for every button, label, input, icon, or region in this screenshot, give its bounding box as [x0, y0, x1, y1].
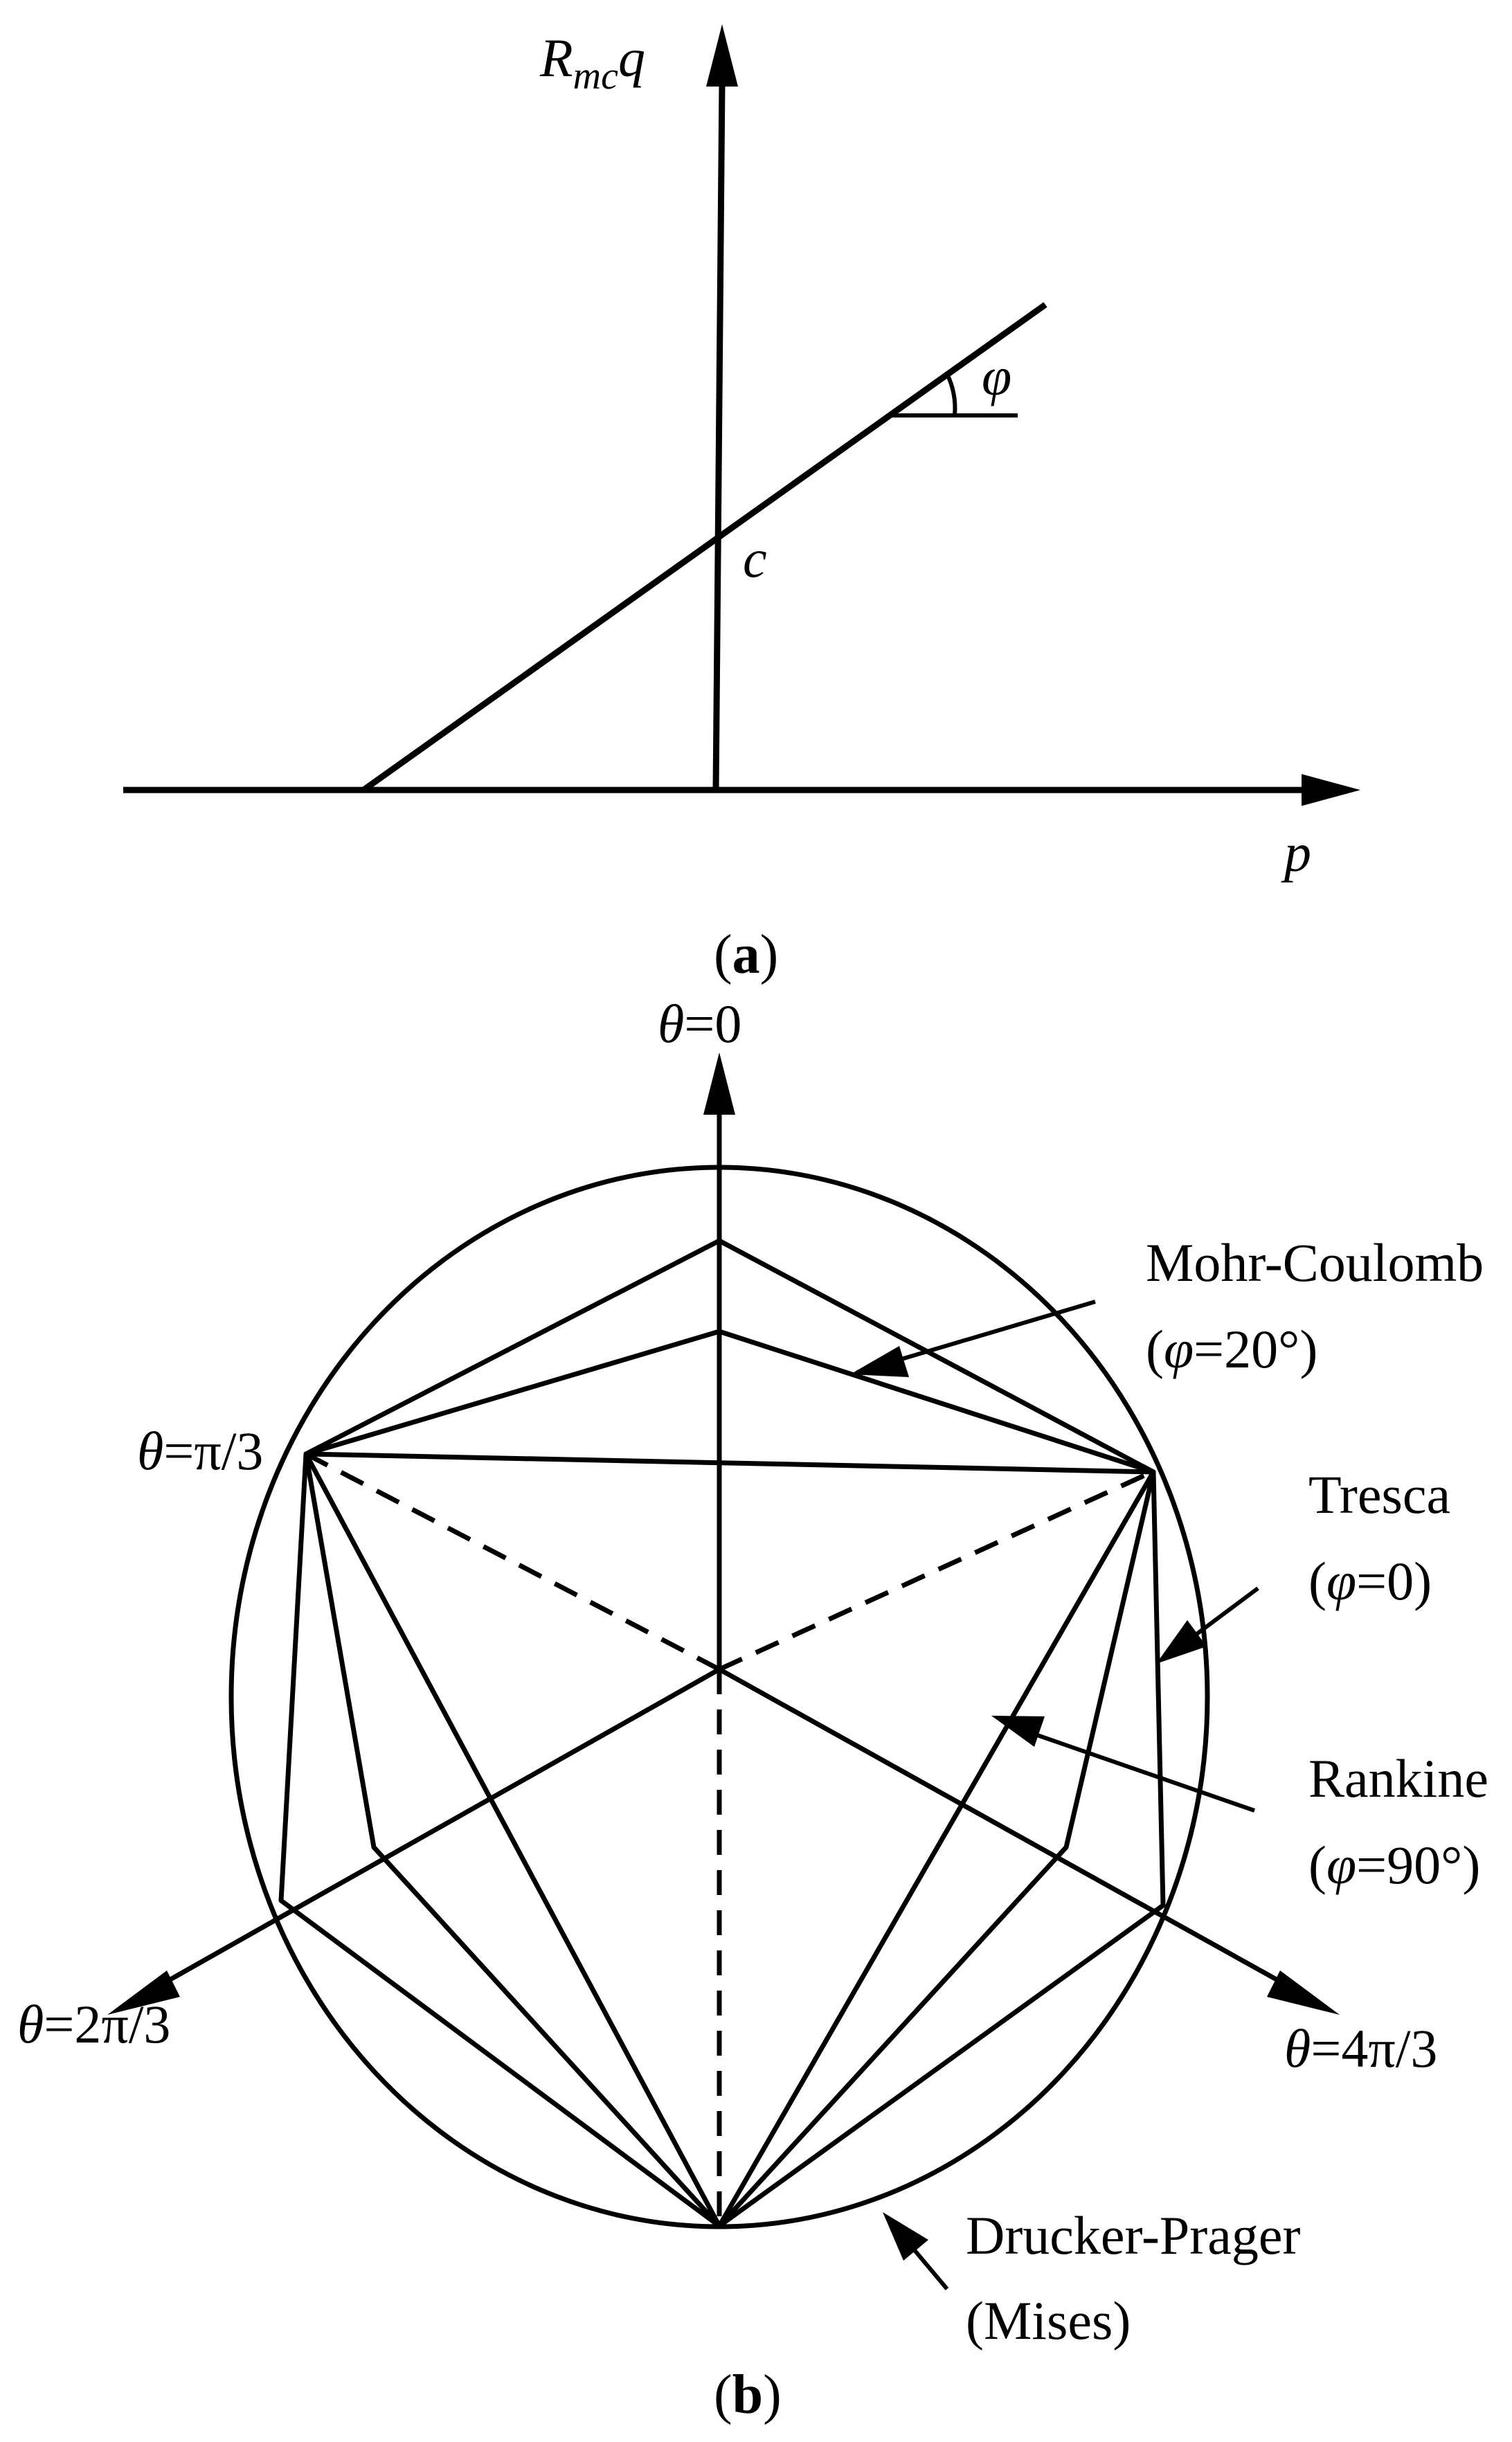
p-axis-arrowhead: [1302, 774, 1360, 806]
theta-2pi3-arrowhead: [107, 1970, 180, 2015]
theta-2pi3-axis: [158, 1667, 721, 1988]
theta-4pi3-label: θ=4π/3: [1284, 2018, 1437, 2079]
tresca-param: (φ=0): [1308, 1551, 1432, 1611]
mohr-coulomb-hexagon: [303, 1329, 1156, 2229]
panel-a: Rmcq p c φ (a): [123, 24, 1360, 985]
caption-b: (b): [714, 2364, 782, 2425]
q-axis: [712, 82, 726, 791]
theta-0-arrowhead: [703, 1052, 735, 1115]
theta-pi3-dashed-axis: [305, 1451, 721, 1672]
mohr-coulomb-param: (φ=20°): [1146, 1319, 1317, 1379]
rankine-arrow: [1020, 1727, 1255, 1813]
tresca-label: Tresca: [1308, 1464, 1450, 1525]
panel-b: [107, 1052, 1340, 2290]
mohr-coulomb-label: Mohr-Coulomb: [1146, 1232, 1484, 1293]
panel-a-axes: [123, 24, 1360, 806]
panel-b-labels: θ=0 θ=π/3 θ=2π/3 θ=4π/3 Mohr-Coulomb (φ=…: [17, 994, 1488, 2425]
drucker-prager-note: (Mises): [966, 2290, 1131, 2351]
q-axis-label: Rmcq: [539, 28, 645, 98]
theta-0-label: θ=0: [658, 994, 741, 1054]
tresca-arrowhead: [1156, 1620, 1207, 1664]
theta-2pi3-label: θ=2π/3: [17, 1994, 170, 2054]
mohr-coulomb-arrowhead: [850, 1346, 909, 1377]
rankine-label: Rankine: [1308, 1748, 1488, 1808]
failure-line: [361, 302, 1047, 793]
caption-a: (a): [714, 924, 778, 985]
rankine-triangle: [303, 1451, 1156, 2229]
friction-angle-label: φ: [982, 346, 1011, 406]
rankine-arrowhead: [991, 1716, 1045, 1747]
p-axis-label: p: [1281, 823, 1311, 883]
rankine-param: (φ=90°): [1308, 1835, 1480, 1895]
angle-arc: [945, 372, 957, 416]
cohesion-label: c: [743, 528, 767, 589]
q-axis-arrowhead: [706, 24, 738, 87]
drucker-prager-label: Drucker-Prager: [966, 2205, 1301, 2265]
drucker-prager-arrowhead: [883, 2212, 928, 2261]
theta-5pi3-dashed-axis: [718, 1469, 1153, 1672]
theta-4pi3-axis: [718, 1667, 1289, 1988]
theta-pi3-label: θ=π/3: [137, 1421, 263, 1481]
theta-4pi3-arrowhead: [1267, 1970, 1340, 2015]
